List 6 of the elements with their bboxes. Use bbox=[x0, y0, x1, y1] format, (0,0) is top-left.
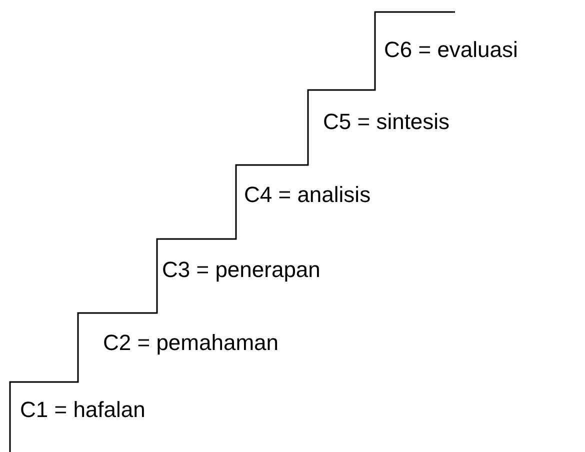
step-label: C4 = analisis bbox=[244, 182, 371, 208]
step-label: C5 = sintesis bbox=[323, 109, 450, 135]
step-label: C3 = penerapan bbox=[162, 257, 320, 283]
step-label: C2 = pemahaman bbox=[103, 330, 278, 356]
step-label: C6 = evaluasi bbox=[384, 37, 518, 63]
step-label: C1 = hafalan bbox=[20, 397, 146, 423]
